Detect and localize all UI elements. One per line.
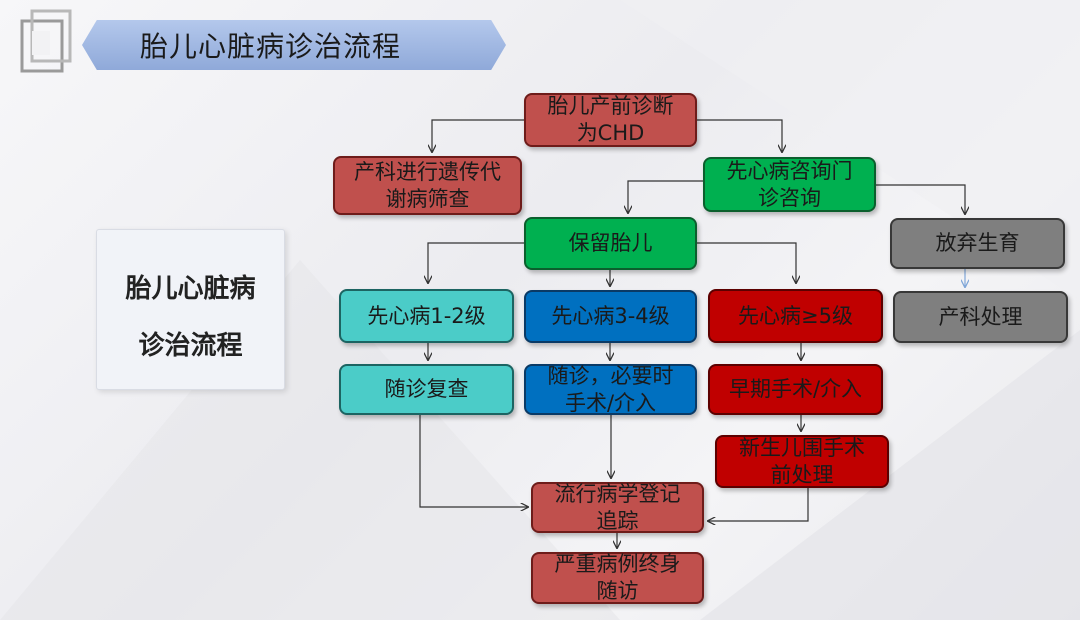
arrow-clinic-to-keep: [628, 180, 703, 213]
arrow-review-to-registry: [419, 415, 528, 507]
node-neonatal-periop: 新生儿围手术 前处理: [715, 435, 889, 488]
node-lifelong-followup: 严重病例终身 随访: [531, 552, 704, 604]
page-title: 胎儿心脏病诊治流程: [140, 30, 402, 63]
arrow-neonatal-to-registry: [708, 488, 809, 521]
node-grade-5-plus: 先心病≥5级: [708, 289, 883, 343]
node-obstetric-handling: 产科处理: [893, 291, 1068, 343]
node-grade-3-4: 先心病3-4级: [524, 290, 697, 343]
node-prenatal-diagnosis: 胎儿产前诊断 为CHD: [524, 93, 697, 147]
side-title-card: 胎儿心脏病 诊治流程: [96, 229, 285, 390]
node-follow-up-surgery: 随诊，必要时 手术/介入: [524, 364, 697, 415]
node-genetic-screening: 产科进行遗传代 谢病筛查: [333, 156, 522, 215]
arrow-diagnosis-to-clinic: [696, 119, 782, 152]
corner-logo-icon: [20, 9, 72, 73]
title-banner: 胎儿心脏病诊治流程: [82, 20, 506, 70]
arrow-diagnosis-to-screening: [432, 119, 524, 152]
side-title-line-1: 胎儿心脏病: [125, 274, 256, 304]
node-grade-1-2: 先心病1-2级: [339, 289, 514, 343]
node-terminate-pregnancy: 放弃生育: [890, 218, 1065, 269]
node-early-surgery: 早期手术/介入: [708, 364, 883, 415]
side-title-line-2: 诊治流程: [138, 331, 243, 361]
node-follow-up-review: 随诊复查: [339, 364, 514, 415]
arrow-keep-to-grade12: [428, 242, 524, 283]
node-registry-tracking: 流行病学登记 追踪: [531, 482, 704, 533]
arrow-keep-to-grade5: [697, 242, 796, 283]
node-keep-fetus: 保留胎儿: [524, 217, 697, 270]
arrow-clinic-to-terminate: [876, 184, 965, 214]
node-chd-clinic: 先心病咨询门 诊咨询: [703, 157, 876, 212]
